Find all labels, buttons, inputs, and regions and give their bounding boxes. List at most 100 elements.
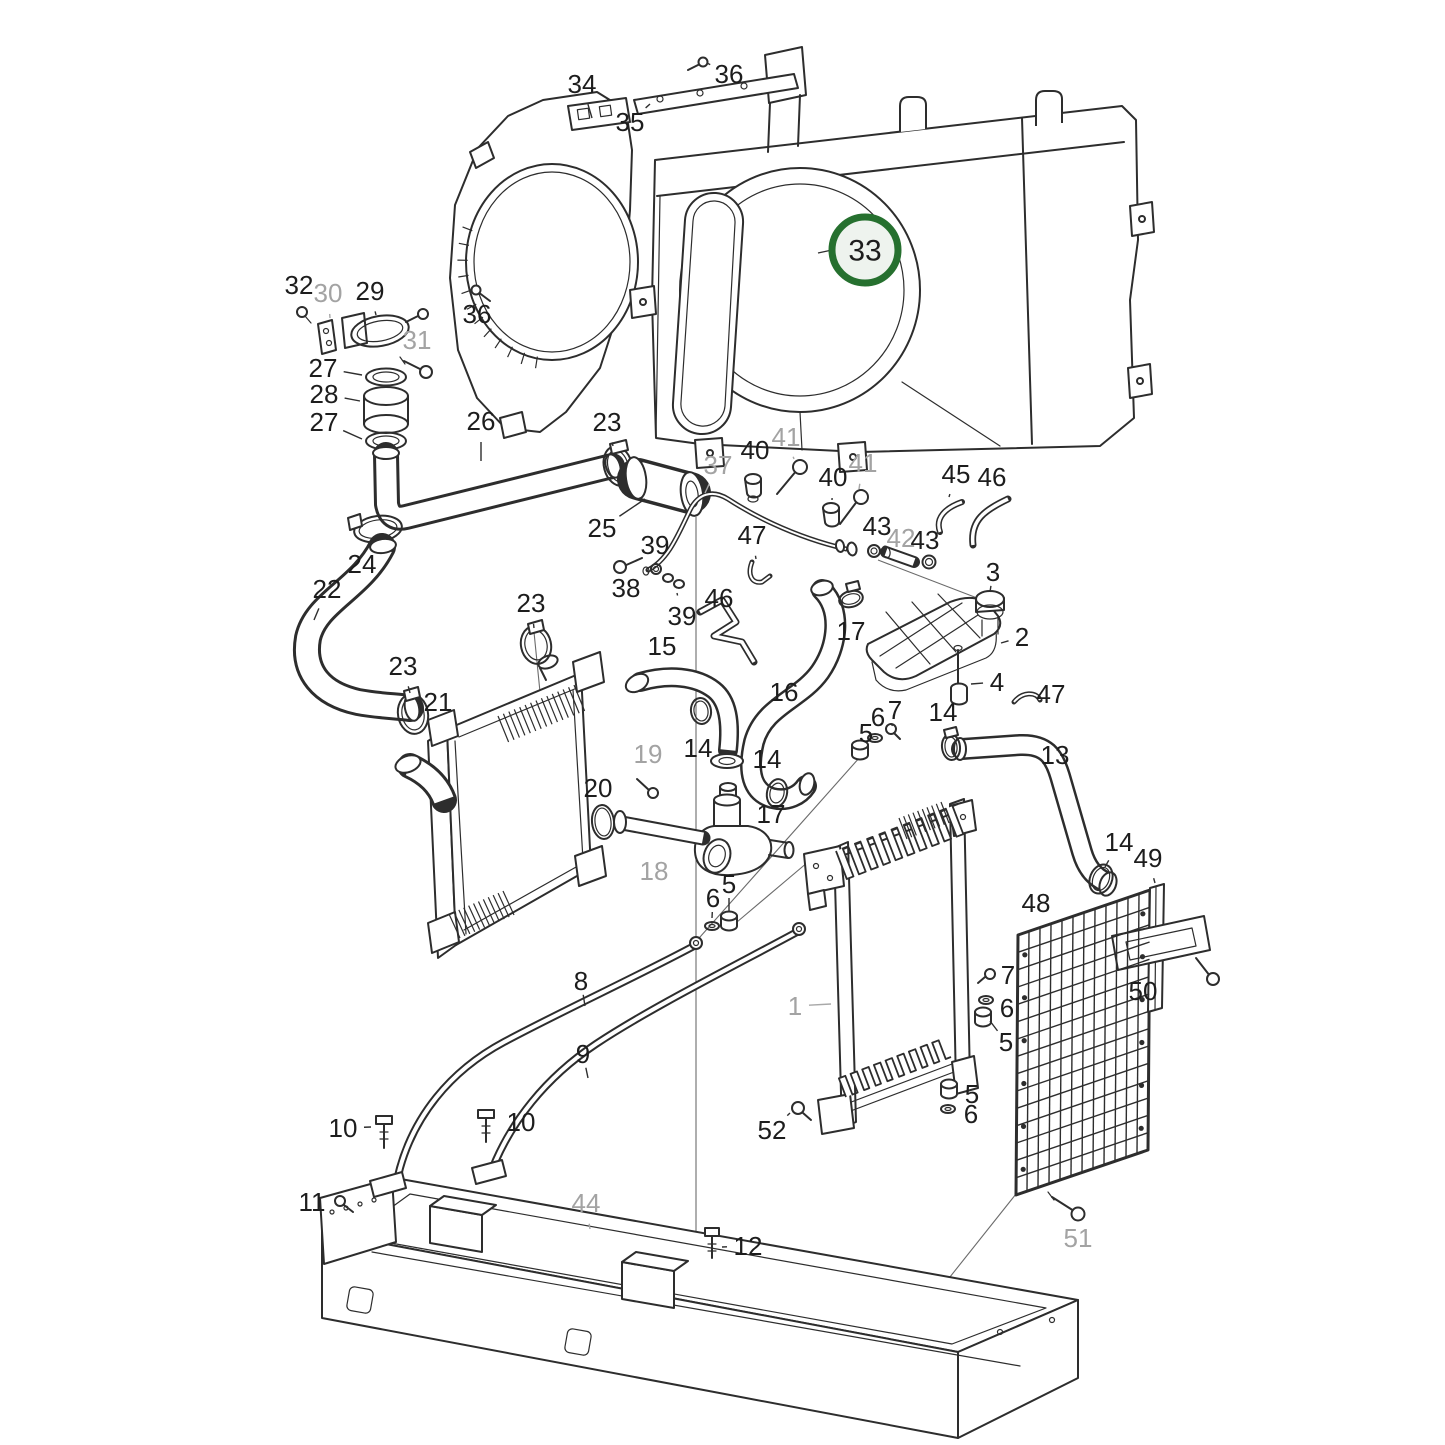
part-number-text: 14 [684,733,713,763]
part-label-26: 26 [467,406,495,461]
part-number-text: 9 [576,1039,590,1069]
part-label-14: 14 [1104,827,1133,868]
decor-line [1015,1132,1149,1179]
mesh-dot [1140,911,1146,917]
thermostat-housing-18 [613,782,795,877]
part-number-text: 39 [641,530,670,560]
intercooler [394,651,607,959]
part-label-47: 47 [738,520,767,560]
fin-band [837,1039,952,1098]
decor-line [519,706,531,734]
part-number-text: 46 [978,462,1007,492]
part-label-6: 6 [1000,993,1014,1023]
decor-line [468,905,481,930]
part-label-6: 6 [964,1099,978,1129]
mesh-dot [1021,1080,1027,1087]
bolt-10-right [477,1109,495,1143]
part-label-51: 51 [1064,1223,1093,1253]
decor-line [497,715,510,743]
part-number-text: 51 [1064,1223,1093,1253]
part-number-text: 34 [568,69,597,99]
decor-line [1136,893,1140,1154]
decor-line [1016,1080,1149,1127]
part-label-1: 1 [788,991,832,1021]
part-label-4: 4 [970,667,1004,697]
decor-line [1017,906,1151,953]
part-number-text: 3 [986,557,1000,587]
leader-line [342,429,363,440]
part-number-text: 43 [911,525,940,555]
mesh-dot [1139,997,1145,1003]
part-number-text: 10 [507,1107,536,1137]
decor-line [921,808,931,831]
leader-line [970,682,984,685]
decor-line [562,689,575,716]
part-label-30: 30 [314,278,342,319]
decor-line [1125,897,1129,1158]
decor-line [551,693,564,721]
decor-line [453,911,466,937]
part-number-text: 5 [859,718,873,748]
decor-line [492,894,505,920]
leader-line [676,592,679,596]
mounting-frame-44 [319,1159,1079,1439]
part-number-text: 22 [313,574,342,604]
radiator [803,798,979,1135]
decor-line [903,816,913,838]
part-label-46: 46 [978,462,1007,492]
screw-36-top [687,56,709,71]
leader-line [989,1020,999,1032]
clamp-23-b [396,686,430,735]
part-number-text: 35 [616,107,645,137]
part-number-text: 31 [403,325,432,355]
mesh-dot [1022,952,1028,958]
decor-line [926,807,936,829]
leader-line [611,442,614,447]
part-number-text: 1 [788,991,802,1021]
part-number-text: 47 [738,520,767,550]
overflow-pipe-37 [642,491,858,576]
level-sensor-4 [950,644,968,706]
decor-line [1016,1062,1149,1109]
leader-line [948,493,951,498]
hose-16 [740,579,847,811]
part-number-text: 47 [1037,679,1066,709]
part-label-20: 20 [584,773,613,803]
part-label-13: 13 [1041,740,1070,770]
part-label-43: 43 [863,511,892,541]
part-number-text: 5 [722,869,736,899]
fan-shroud-inner [449,91,639,439]
part-label-24: 24 [348,549,377,579]
screw-36-left [470,284,491,302]
decor-line [557,691,569,718]
part-number-text: 37 [704,450,733,480]
part-number-text: 40 [741,435,770,465]
part-label-5: 5 [722,869,736,912]
part-label-8: 8 [574,966,588,1007]
part-label-32: 32 [285,270,314,300]
part-number-text: 23 [593,407,622,437]
decor-line [513,709,526,736]
hose-15 [624,667,740,760]
part-label-28: 28 [310,379,361,409]
decor-line [1017,958,1150,1005]
decor-line [487,897,500,922]
part-number-text: 49 [1134,843,1163,873]
decor-line [458,242,470,246]
part-number-text: 27 [310,407,339,437]
part-number-text: 15 [648,631,677,661]
decor-line [1037,927,1041,1188]
decor-line [1016,1010,1150,1057]
part-label-45: 45 [942,459,970,498]
part-label-40: 40 [819,462,847,501]
decor-line [898,817,908,840]
part-number-text: 41 [772,422,801,452]
part-number-text: 21 [424,687,453,717]
mount-set-upper [851,723,901,761]
part-label-23: 23 [389,651,417,694]
hook-45 [935,499,965,535]
mount-set-right [974,968,996,1028]
seal-stack-27-28 [363,367,409,451]
mesh-dot [1139,954,1146,960]
